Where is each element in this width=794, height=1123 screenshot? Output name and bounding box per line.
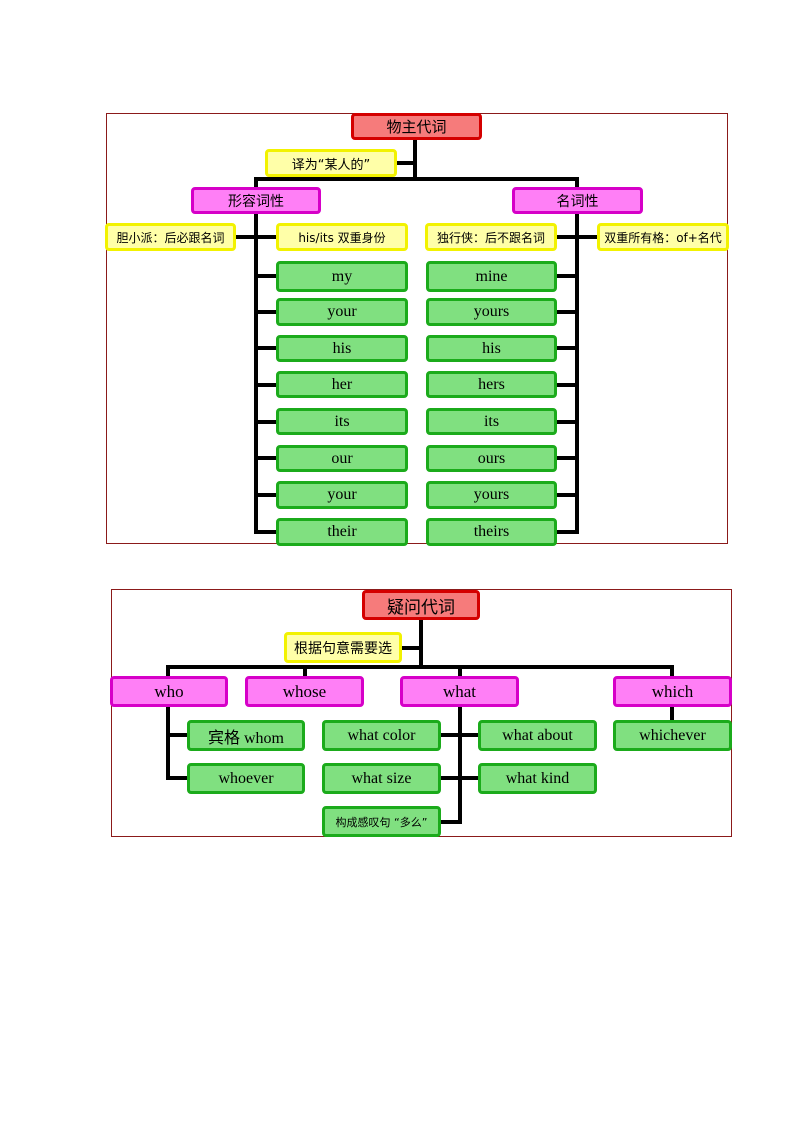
whichever-item: whichever <box>613 720 732 751</box>
whose-category: whose <box>245 676 364 707</box>
what-kind-item: what kind <box>478 763 597 794</box>
adjective-pronoun-item: my <box>276 261 408 292</box>
what-size-item: what size <box>322 763 441 794</box>
interrogative-pronoun-root: 疑问代词 <box>362 590 480 620</box>
whom-item: 宾格 whom <box>187 720 305 751</box>
noun-pronoun-item: yours <box>426 298 557 326</box>
adjective-pronoun-item: your <box>276 298 408 326</box>
adjective-pronoun-item: her <box>276 371 408 398</box>
noun-usage-note: 独行侠：后不跟名词 <box>425 223 557 251</box>
noun-pronoun-item: its <box>426 408 557 435</box>
noun-pronoun-item: ours <box>426 445 557 472</box>
his-its-dual-note: his/its 双重身份 <box>276 223 408 251</box>
possessive-pronoun-root: 物主代词 <box>351 113 482 140</box>
noun-pronoun-item: hers <box>426 371 557 398</box>
whoever-item: whoever <box>187 763 305 794</box>
what-about-item: what about <box>478 720 597 751</box>
adjective-pronoun-item: our <box>276 445 408 472</box>
noun-pronoun-item: mine <box>426 261 557 292</box>
exclamatory-sentence-item: 构成感叹句 “多么” <box>322 806 441 837</box>
what-color-item: what color <box>322 720 441 751</box>
double-possessive-note: 双重所有格：of+名代 <box>597 223 729 251</box>
adjective-pronoun-item: their <box>276 518 408 546</box>
possessive-meaning-note: 译为“某人的” <box>265 149 397 177</box>
adjective-pronoun-item: its <box>276 408 408 435</box>
adjective-pronoun-item: your <box>276 481 408 509</box>
noun-pronoun-item: theirs <box>426 518 557 546</box>
what-category: what <box>400 676 519 707</box>
who-category: who <box>110 676 228 707</box>
adjective-usage-note: 胆小派：后必跟名词 <box>105 223 236 251</box>
adjective-pronoun-item: his <box>276 335 408 362</box>
noun-possessive-category: 名词性 <box>512 187 643 214</box>
interrogative-choice-note: 根据句意需要选 <box>284 632 402 663</box>
noun-pronoun-item: yours <box>426 481 557 509</box>
noun-pronoun-item: his <box>426 335 557 362</box>
which-category: which <box>613 676 732 707</box>
adjective-possessive-category: 形容词性 <box>191 187 321 214</box>
